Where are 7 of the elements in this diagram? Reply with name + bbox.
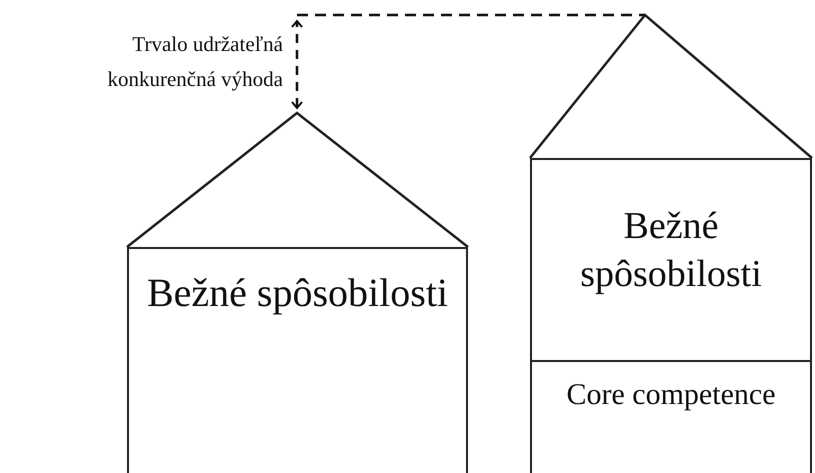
house-body	[530, 158, 812, 361]
annotation-text: Trvalo udržateľná konkurenčná výhoda	[106, 31, 283, 93]
box-text: Bežné spôsobilosti	[146, 269, 448, 317]
box-text: Core competence	[566, 376, 776, 413]
foundation-box	[530, 360, 812, 473]
house-body	[127, 247, 468, 473]
box-text: Bežné spôsobilosti	[579, 204, 763, 296]
